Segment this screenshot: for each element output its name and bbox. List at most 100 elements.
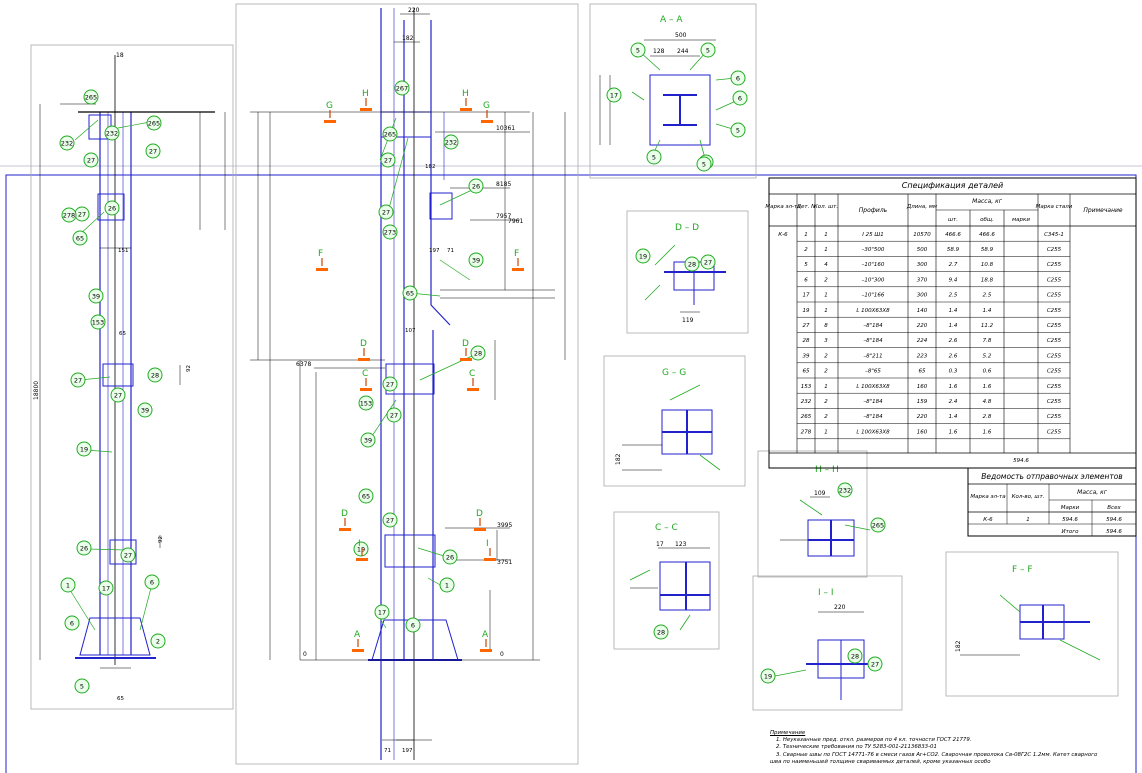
callout-number: 28 xyxy=(151,371,159,379)
cell-det: 232 xyxy=(801,399,812,405)
callout-bubble: 232 xyxy=(59,135,75,151)
callout-bubble: 19 xyxy=(635,248,651,264)
callout-number: 39 xyxy=(92,292,100,300)
callout-circle xyxy=(61,207,77,223)
view-aa-dim: 244 xyxy=(677,48,689,55)
section-letter: D xyxy=(341,509,348,519)
callout-circle xyxy=(98,580,114,596)
callout-circle xyxy=(60,577,76,593)
callout-number: 28 xyxy=(474,349,482,357)
callout-number: 27 xyxy=(87,156,95,164)
cell-profile: –8"211 xyxy=(863,353,882,359)
callout-bubble: 39 xyxy=(468,252,484,268)
cell-profile: –8"184 xyxy=(863,399,883,405)
section-letter: C xyxy=(469,369,475,379)
cell-steel: С255 xyxy=(1047,338,1062,344)
view-ii-title: I – I xyxy=(818,588,834,598)
cell-mass-pc: 9.4 xyxy=(949,277,958,283)
callout-number: 265 xyxy=(85,93,97,101)
callout-number: 27 xyxy=(149,147,157,155)
cell-steel: С255 xyxy=(1047,414,1062,420)
view-aa-dim: 128 xyxy=(653,48,665,55)
callout-number: 5 xyxy=(706,46,710,54)
section-cut-mark xyxy=(352,649,364,652)
cell-length: 160 xyxy=(917,384,928,390)
callout-bubble: 17 xyxy=(374,604,390,620)
callout-circle xyxy=(646,149,662,165)
callout-number: 267 xyxy=(396,84,408,92)
callout-number: 19 xyxy=(639,252,647,260)
callout-bubble: 27 xyxy=(120,547,136,563)
view-dd-title: D – D xyxy=(675,223,699,233)
cell-length: 10570 xyxy=(913,232,931,238)
ved-title: Ведомость отправочных элементов xyxy=(981,472,1122,481)
callout-bubble: 278 xyxy=(61,207,77,223)
callout-number: 26 xyxy=(472,182,480,190)
callout-number: 232 xyxy=(445,138,457,146)
callout-circle xyxy=(696,156,712,172)
callout-circle xyxy=(684,256,700,272)
cell-profile: –10"160 xyxy=(862,262,885,268)
elev1-top-dim: 18 xyxy=(116,52,124,59)
callout-bubble: 5 xyxy=(74,678,90,694)
callout-number: 6 xyxy=(150,578,154,586)
callout-number: 17 xyxy=(102,584,110,592)
notes-line: шва по наименьшей толщине свариваемых де… xyxy=(770,758,991,765)
callout-circle xyxy=(837,482,853,498)
ved-cell-mark: К-6 xyxy=(983,517,993,523)
section-cut-mark xyxy=(360,108,372,111)
view-cc-title: C – C xyxy=(655,523,678,533)
callout-circle xyxy=(867,656,883,672)
section-marker: I xyxy=(484,539,496,561)
callout-circle xyxy=(70,372,86,388)
cell-det: 19 xyxy=(803,308,810,314)
section-marker: C xyxy=(360,369,372,391)
section-cut-mark xyxy=(481,120,493,123)
cell-mass-pc: 466.6 xyxy=(945,232,961,238)
cell-mass-pc: 1.4 xyxy=(949,414,958,420)
callout-bubble: 26 xyxy=(104,200,120,216)
view-ff-dim: 182 xyxy=(955,640,962,652)
dimension-text: 92 xyxy=(186,365,192,372)
callout-number: 19 xyxy=(764,672,772,680)
cell-qty: 1 xyxy=(824,308,828,314)
callout-circle xyxy=(360,432,376,448)
section-letter: A xyxy=(482,630,489,640)
callout-bubble: 28 xyxy=(147,367,163,383)
callout-number: 1 xyxy=(66,581,70,589)
elev2-top-dim: 220 xyxy=(408,7,420,14)
callout-number: 265 xyxy=(384,130,396,138)
callout-number: 265 xyxy=(148,119,160,127)
callout-circle xyxy=(150,633,166,649)
section-cut-mark xyxy=(484,558,496,561)
callout-bubble: 27 xyxy=(867,656,883,672)
callout-bubble: 65 xyxy=(358,488,374,504)
cell-profile: –8"184 xyxy=(863,323,883,329)
dimension-text: 151 xyxy=(118,248,129,254)
section-cut-mark xyxy=(460,358,472,361)
cell-steel: С255 xyxy=(1047,384,1062,390)
cell-steel: С255 xyxy=(1047,323,1062,329)
section-marker: A xyxy=(480,630,492,652)
callout-circle xyxy=(146,115,162,131)
callout-circle xyxy=(104,200,120,216)
callout-number: 5 xyxy=(80,682,84,690)
cell-mass-pc: 2.4 xyxy=(949,399,958,405)
ved-header: Марки xyxy=(1061,505,1080,511)
callout-circle xyxy=(730,122,746,138)
callout-circle xyxy=(72,230,88,246)
callout-number: 26 xyxy=(80,544,88,552)
cell-length: 300 xyxy=(917,262,928,268)
dimension-text: 197 xyxy=(429,248,440,254)
section-letter: I xyxy=(358,539,361,549)
callout-bubble: 265 xyxy=(146,115,162,131)
level-mark: 0 xyxy=(303,651,307,658)
cell-profile: –8"184 xyxy=(863,414,883,420)
section-marker: H xyxy=(460,89,472,111)
callout-bubble: 6 xyxy=(144,574,160,590)
section-cut-mark xyxy=(339,528,351,531)
callout-bubble: 27 xyxy=(110,387,126,403)
